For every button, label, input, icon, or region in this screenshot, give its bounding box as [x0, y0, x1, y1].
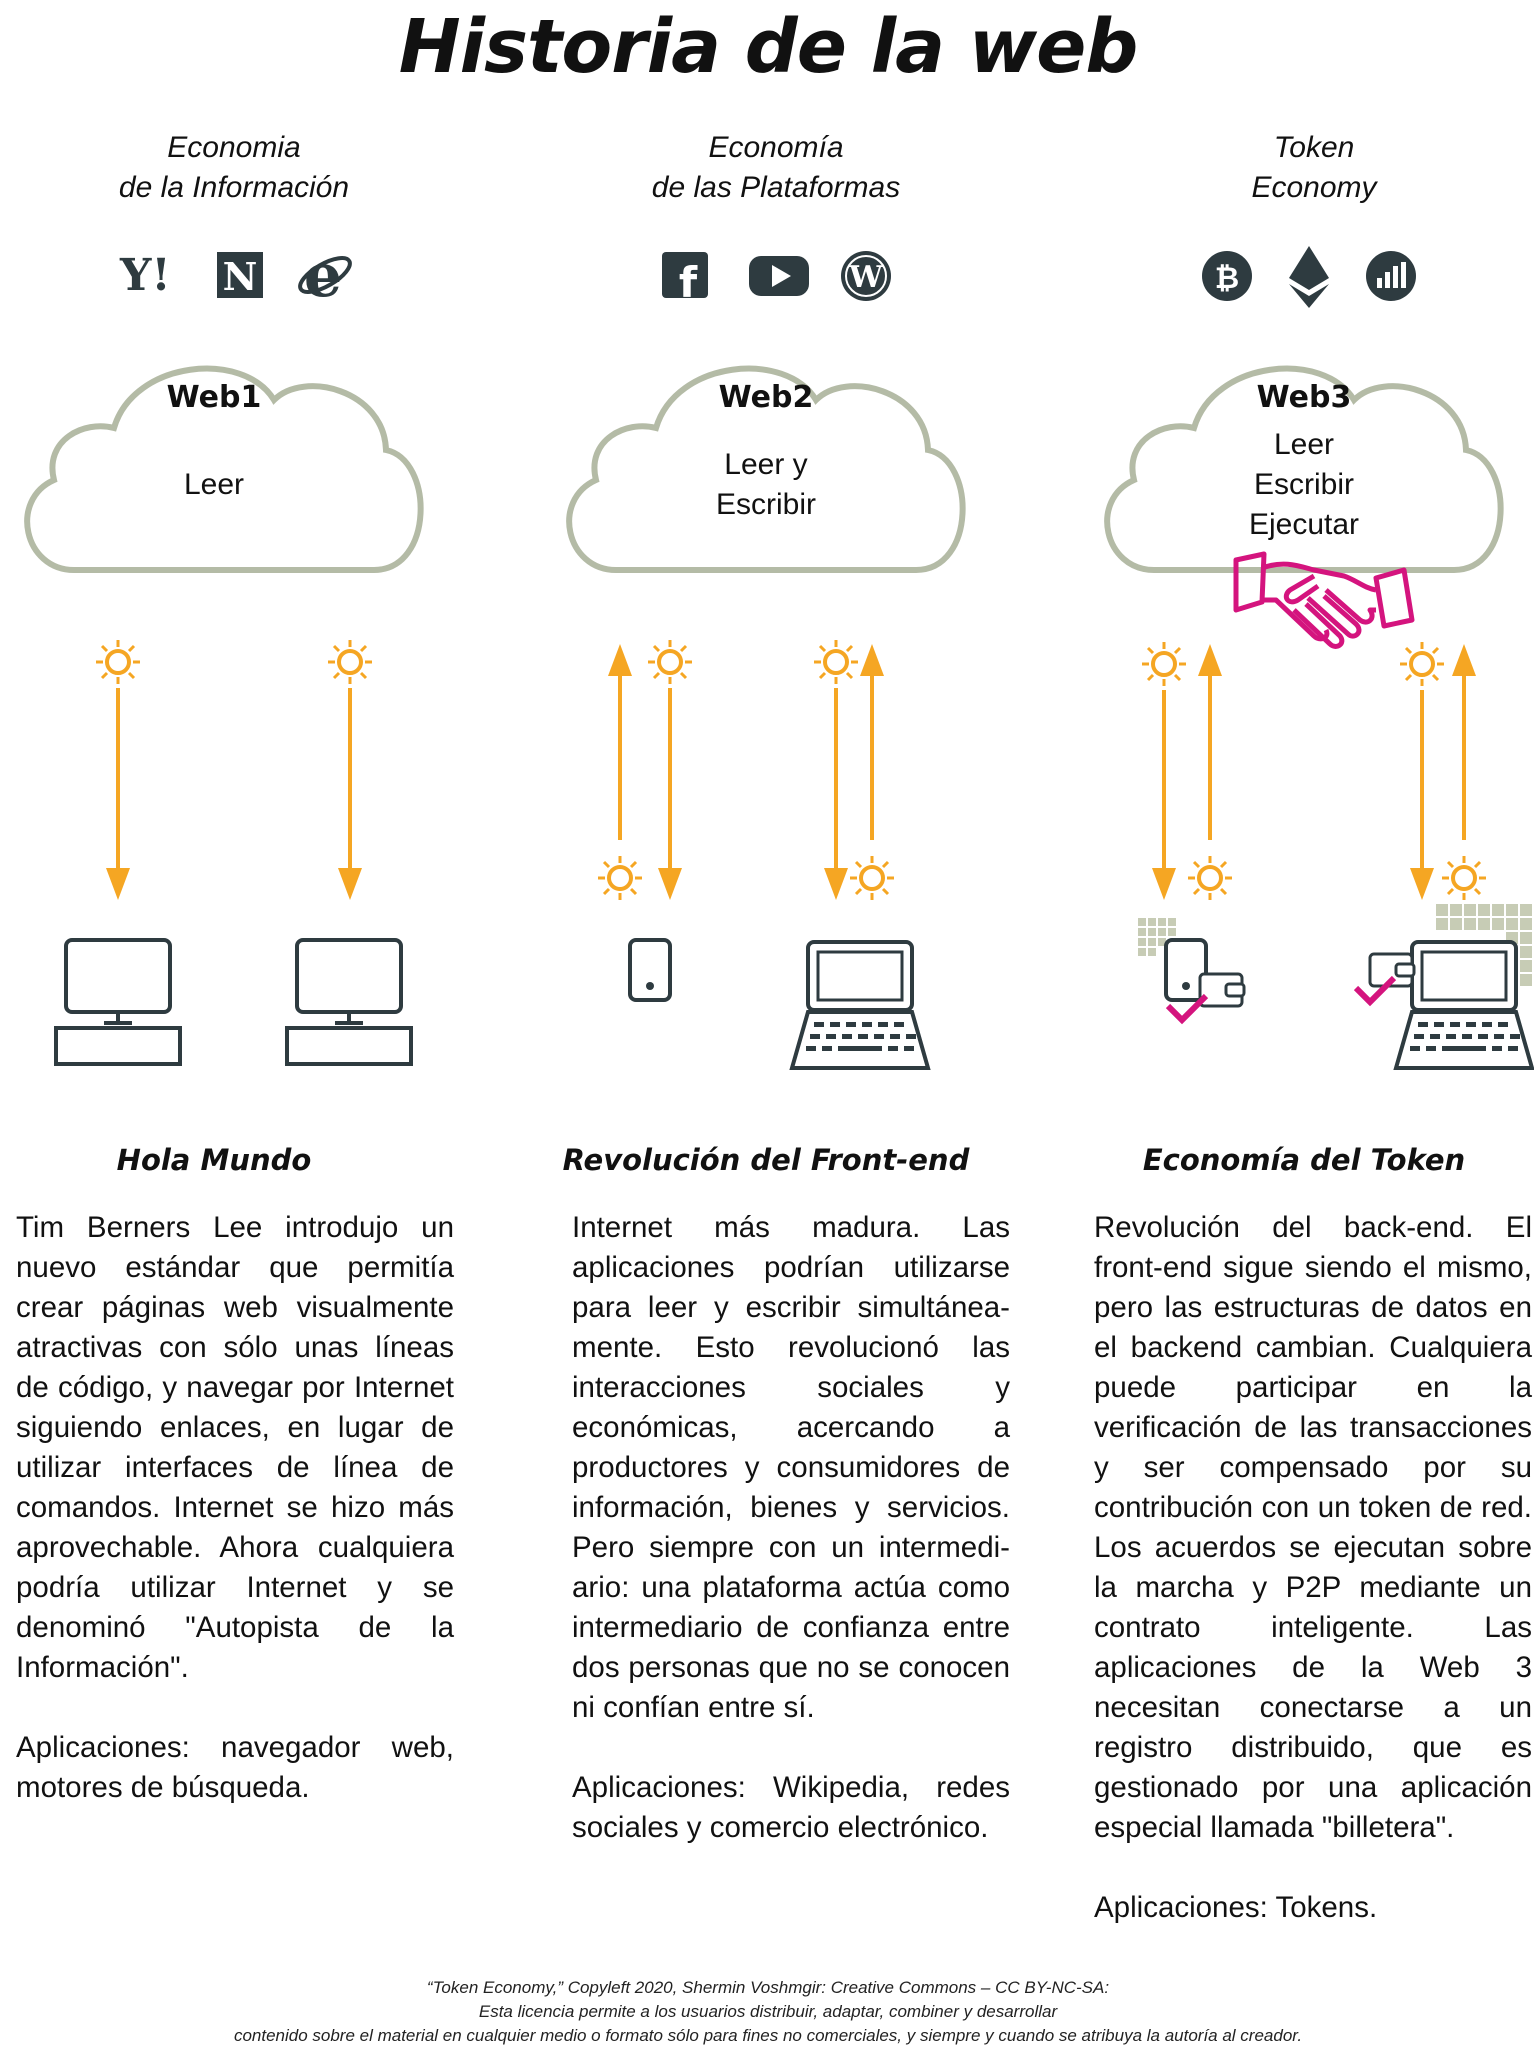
section-title: Hola Mundo [116, 1143, 312, 1177]
svg-text:₿: ₿ [1215, 261, 1239, 296]
up-arrow-icon [1198, 644, 1222, 840]
cloud-action: Escribir [715, 488, 816, 521]
web1-flow [14, 620, 454, 1100]
page-title: Historia de la web [398, 4, 1139, 90]
yahoo-icon: Y! [119, 250, 171, 301]
svg-text:W: W [848, 260, 884, 295]
web1-icon-row: Y! N e [14, 240, 454, 311]
up-arrow-icon [608, 644, 632, 840]
token-grid-icon [1138, 918, 1176, 956]
section-body: Revolución del back-end. El front-end si… [1094, 1208, 1532, 1968]
web3-flow [1094, 540, 1535, 1100]
sun-signal-icon [326, 638, 374, 686]
footer-line: Esta licencia permite a los usuarios dis… [478, 2002, 1058, 2021]
down-arrow-icon [1152, 868, 1176, 900]
footer-line: contenido sobre el material en cualquier… [233, 2026, 1303, 2045]
sun-signal-icon [646, 638, 694, 686]
cloud-title: Web3 [1256, 380, 1352, 415]
paragraph: Revolución del back-end. El front-end si… [1094, 1211, 1532, 1844]
paragraph: Aplicaciones: navegador web, motores de … [16, 1731, 454, 1804]
wordpress-icon: W [841, 251, 891, 301]
up-arrow-icon [860, 644, 884, 840]
footer-line: “Token Economy,” Copyleft 2020, Shermin … [426, 1978, 1110, 1997]
cloud-action: Escribir [1253, 468, 1354, 501]
sun-signal-icon [1140, 640, 1188, 688]
desktop-computer-icon [285, 938, 413, 1066]
svg-text:Y!: Y! [119, 250, 171, 301]
paragraph: Aplicaciones: Wikipedia, redes sociales … [572, 1771, 1010, 1844]
down-arrow-icon [824, 868, 848, 900]
ethereum-icon [1289, 246, 1329, 308]
sun-signal-icon [1186, 854, 1234, 902]
svg-text:N: N [223, 254, 258, 299]
cloud-action: Leer [183, 468, 245, 501]
smartphone-icon [628, 938, 672, 1002]
sun-signal-icon [1398, 640, 1446, 688]
era-label: Economia de la Información [14, 128, 454, 208]
web1-cloud: Web1 Leer [14, 330, 454, 590]
era-line-1: Token [1273, 131, 1355, 164]
era-line-1: Economia [167, 131, 301, 164]
checkmark-icon [1165, 993, 1209, 1025]
internet-explorer-icon: e [298, 241, 352, 311]
column-web1: Economia de la Información Y! N e Web1 L… [14, 0, 454, 2061]
paragraph: Internet más madura. Las aplicaciones po… [572, 1211, 1010, 1724]
checkmark-icon [1353, 975, 1397, 1007]
column-web2: Economía de las Plataformas f W Web2 Lee… [556, 0, 1010, 2061]
section-title: Revolución del Front-end [562, 1143, 970, 1177]
down-arrow-icon [1410, 868, 1434, 900]
section-title: Economía del Token [1142, 1143, 1466, 1177]
web3-cloud: Web3 Leer Escribir Ejecutar [1094, 330, 1534, 590]
era-line-2: de las Plataformas [651, 171, 901, 204]
cloud-action: Leer [1273, 428, 1335, 461]
wallet-icon [1368, 952, 1416, 988]
section-body: Internet más madura. Las aplicaciones po… [572, 1208, 1010, 1888]
up-arrow-icon [1452, 644, 1476, 840]
era-line-2: de la Información [118, 171, 350, 204]
era-label: Economía de las Plataformas [556, 128, 996, 208]
down-arrow-icon [338, 868, 362, 900]
laptop-icon [1393, 940, 1535, 1070]
web2-flow [556, 620, 996, 1100]
web2-cloud: Web2 Leer y Escribir [556, 330, 996, 590]
section-body: Tim Berners Lee introdujo un nuevo están… [16, 1208, 454, 1848]
smartphone-icon [1164, 938, 1208, 1002]
down-arrow-icon [106, 868, 130, 900]
era-label: Token Economy [1094, 128, 1534, 208]
desktop-computer-icon [54, 938, 182, 1066]
handshake-icon [1233, 551, 1415, 649]
bitcoin-icon: ₿ [1202, 251, 1252, 301]
sun-signal-icon [812, 638, 860, 686]
cloud-action: Ejecutar [1248, 508, 1360, 541]
web2-icon-row: f W [556, 240, 996, 310]
cloud-title: Web2 [718, 380, 814, 415]
laptop-icon [789, 940, 931, 1070]
facebook-icon: f [662, 252, 708, 307]
paragraph: Aplicaciones: Tokens. [1094, 1891, 1378, 1924]
web3-icon-row: ₿ [1094, 240, 1534, 310]
paragraph: Tim Berners Lee introdujo un nuevo están… [16, 1211, 454, 1684]
column-web3: Token Economy ₿ Web3 Leer [1094, 0, 1535, 2061]
sun-signal-icon [848, 854, 896, 902]
era-line-1: Economía [708, 131, 844, 164]
down-arrow-icon [658, 868, 682, 900]
cloud-title: Web1 [166, 380, 262, 415]
era-line-2: Economy [1251, 171, 1377, 204]
netscape-icon: N [217, 252, 263, 299]
license-footer: “Token Economy,” Copyleft 2020, Shermin … [0, 1976, 1536, 2048]
sun-signal-icon [94, 638, 142, 686]
youtube-icon [749, 256, 809, 296]
sun-signal-icon [1440, 854, 1488, 902]
token-grid-icon [1436, 904, 1532, 986]
wallet-icon [1198, 972, 1246, 1008]
chart-icon [1366, 251, 1416, 301]
cloud-action: Leer y [724, 448, 808, 481]
svg-text:f: f [679, 258, 698, 307]
svg-text:e: e [304, 241, 342, 310]
sun-signal-icon [596, 854, 644, 902]
